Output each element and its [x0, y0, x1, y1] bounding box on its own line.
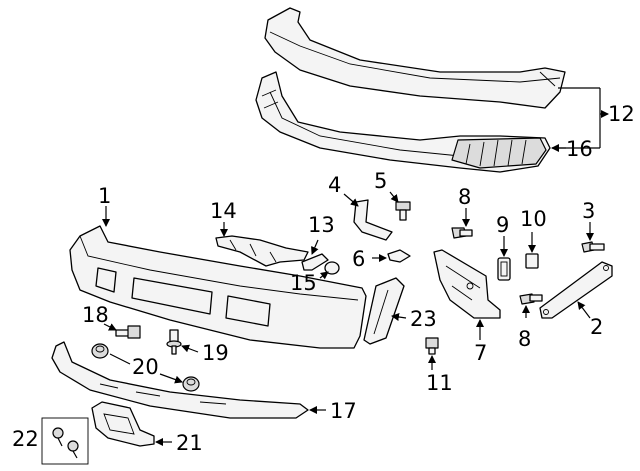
part-2-brace[interactable]: [539, 261, 613, 319]
part-9-clip[interactable]: [497, 257, 511, 281]
leader-23: [391, 313, 407, 321]
callout-8b: 8: [518, 327, 531, 351]
callout-23: 23: [410, 307, 437, 331]
callout-7: 7: [474, 341, 487, 365]
part-13-bracket[interactable]: [301, 253, 329, 271]
callout-13: 13: [308, 213, 335, 237]
leader-20: [109, 353, 182, 382]
callout-21: 21: [176, 431, 203, 455]
callout-15: 15: [290, 271, 317, 295]
callout-17: 17: [330, 399, 357, 423]
callout-18: 18: [82, 303, 109, 327]
part-8-bolt-lower[interactable]: [519, 293, 543, 305]
part-11-bolt[interactable]: [425, 337, 439, 355]
callout-12: 12: [608, 102, 635, 126]
callout-10: 10: [520, 207, 547, 231]
callout-11: 11: [426, 371, 453, 395]
leader-5: [389, 191, 399, 203]
callout-4: 4: [328, 173, 341, 197]
callout-6: 6: [352, 247, 365, 271]
part-12-bumper-cover-upper[interactable]: [264, 7, 566, 109]
part-23-deflector[interactable]: [363, 277, 405, 345]
part-16-bumper-cover-lower[interactable]: [255, 71, 551, 173]
part-3-bolt[interactable]: [581, 241, 605, 253]
part-6-clip[interactable]: [387, 249, 411, 263]
callout-8a: 8: [458, 185, 471, 209]
part-7-bracket[interactable]: [433, 249, 501, 319]
leader-13: [311, 239, 319, 255]
callout-1: 1: [98, 184, 111, 208]
callout-14: 14: [210, 199, 237, 223]
leader-18: [103, 323, 117, 331]
leader-15: [319, 271, 329, 280]
leader-12: [552, 87, 608, 149]
part-22-screws[interactable]: [41, 417, 89, 465]
leader-2: [577, 301, 591, 319]
part-4-bracket[interactable]: [353, 199, 393, 241]
callout-2: 2: [590, 315, 603, 339]
part-19-push-pin[interactable]: [166, 329, 182, 355]
leader-4: [343, 193, 359, 207]
part-5-bolt[interactable]: [395, 201, 411, 221]
leader-lines: [102, 87, 608, 446]
part-18-bolt[interactable]: [115, 325, 141, 339]
part-8-bolt-upper[interactable]: [451, 227, 473, 239]
callout-5: 5: [374, 169, 387, 193]
part-17-valance[interactable]: [51, 341, 309, 419]
part-20-nut-left[interactable]: [91, 343, 109, 359]
part-21-license-bracket[interactable]: [91, 401, 155, 447]
callout-3: 3: [582, 199, 595, 223]
part-14-bracket[interactable]: [215, 235, 309, 267]
callout-22: 22: [12, 427, 39, 451]
part-10-nut[interactable]: [525, 253, 539, 269]
callout-20: 20: [132, 355, 159, 379]
part-20-nut-right[interactable]: [182, 376, 200, 392]
leader-19: [181, 344, 199, 353]
callout-labels: 1 2 3 4 5 6 7 8 8 9 10 11 12 13 14 15 16…: [12, 102, 635, 455]
part-1-front-bumper[interactable]: [69, 225, 367, 349]
callout-9: 9: [496, 213, 509, 237]
callout-19: 19: [202, 341, 229, 365]
part-15-cap[interactable]: [324, 261, 340, 275]
callout-16: 16: [566, 137, 593, 161]
